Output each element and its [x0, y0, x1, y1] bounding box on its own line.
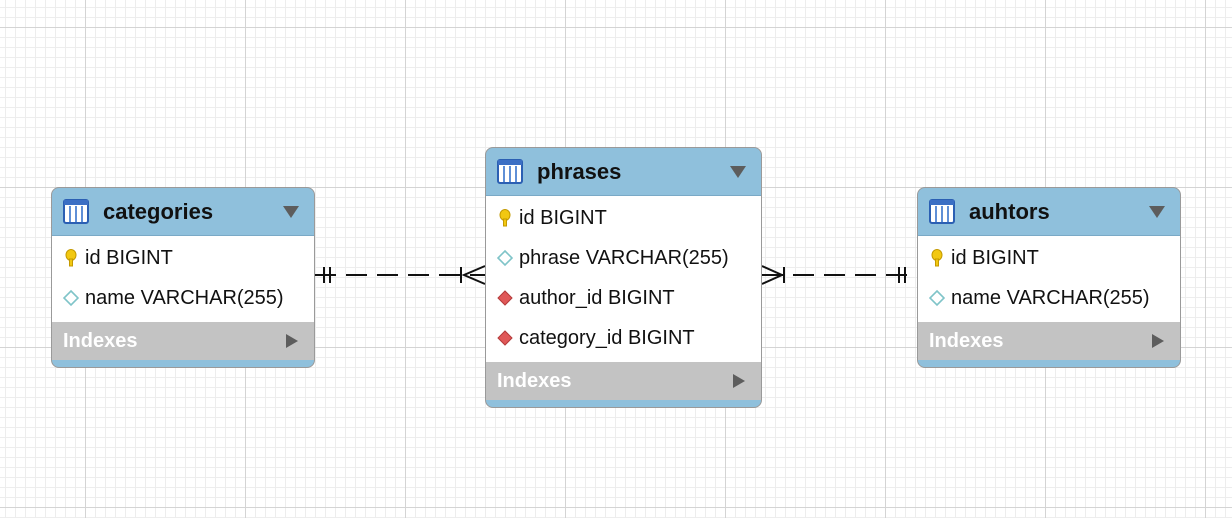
column-row-name[interactable]: name VARCHAR(255) [918, 278, 1180, 318]
triangle-right-glyph [286, 334, 298, 348]
column-row-id[interactable]: id BIGINT [918, 238, 1180, 278]
primary-key-icon [65, 249, 77, 267]
column-row-name[interactable]: name VARCHAR(255) [52, 278, 314, 318]
many-crowfoot [761, 265, 785, 285]
entity-title: phrases [537, 158, 622, 184]
entity-header[interactable]: auhtors [918, 188, 1180, 236]
column-row-phrase[interactable]: phrase VARCHAR(255) [486, 238, 761, 278]
column-name: name VARCHAR(255) [951, 286, 1150, 309]
triangle-down-icon [1149, 205, 1165, 218]
entity-phrases[interactable]: phrases id BIGINT phrase VARCHAR(255) [485, 147, 762, 408]
triangle-down-icon [283, 205, 299, 218]
column-name: category_id BIGINT [519, 326, 695, 349]
column-row-author-id[interactable]: author_id BIGINT [486, 278, 761, 318]
column-list: id BIGINT phrase VARCHAR(255) author_id … [486, 196, 761, 362]
triangle-right-icon[interactable] [282, 331, 302, 351]
triangle-down-icon [730, 165, 746, 178]
table-icon [497, 159, 523, 184]
table-icon [929, 199, 955, 224]
indexes-label: Indexes [63, 329, 138, 352]
indexes-label: Indexes [497, 369, 572, 392]
primary-key-icon [931, 249, 943, 267]
relationship-phrases-auhtors[interactable] [761, 265, 917, 285]
triangle-right-icon[interactable] [1148, 331, 1168, 351]
column-list: id BIGINT name VARCHAR(255) [52, 236, 314, 322]
column-diamond-icon [63, 289, 79, 307]
column-diamond-icon [929, 289, 945, 307]
entity-auhtors[interactable]: auhtors id BIGINT name VARCHAR(255) [917, 187, 1181, 368]
foreign-key-diamond-icon [497, 330, 513, 346]
triangle-right-glyph [1152, 334, 1164, 348]
indexes-section[interactable]: Indexes [486, 362, 761, 400]
entity-header[interactable]: categories [52, 188, 314, 236]
column-name: id BIGINT [951, 246, 1039, 269]
column-name: name VARCHAR(255) [85, 286, 284, 309]
column-name: phrase VARCHAR(255) [519, 246, 729, 269]
column-row-id[interactable]: id BIGINT [486, 198, 761, 238]
entity-title: categories [103, 198, 214, 224]
triangle-right-icon[interactable] [729, 371, 749, 391]
column-name: id BIGINT [519, 206, 607, 229]
foreign-key-diamond-icon [497, 290, 513, 306]
entity-title: auhtors [969, 198, 1050, 224]
indexes-section[interactable]: Indexes [52, 322, 314, 360]
column-row-id[interactable]: id BIGINT [52, 238, 314, 278]
triangle-right-glyph [733, 374, 745, 388]
primary-key-icon [499, 209, 511, 227]
entity-header[interactable]: phrases [486, 148, 761, 196]
column-diamond-icon [497, 249, 513, 267]
column-name: author_id BIGINT [519, 286, 675, 309]
column-row-category-id[interactable]: category_id BIGINT [486, 318, 761, 358]
entity-categories[interactable]: categories id BIGINT name VARCHAR(255) [51, 187, 315, 368]
collapse-toggle[interactable] [280, 201, 302, 223]
table-icon [63, 199, 89, 224]
column-list: id BIGINT name VARCHAR(255) [918, 236, 1180, 322]
collapse-toggle[interactable] [727, 161, 749, 183]
indexes-label: Indexes [929, 329, 1004, 352]
column-name: id BIGINT [85, 246, 173, 269]
collapse-toggle[interactable] [1146, 201, 1168, 223]
indexes-section[interactable]: Indexes [918, 322, 1180, 360]
relationship-categories-phrases[interactable] [315, 265, 486, 285]
many-crowfoot [461, 265, 486, 285]
